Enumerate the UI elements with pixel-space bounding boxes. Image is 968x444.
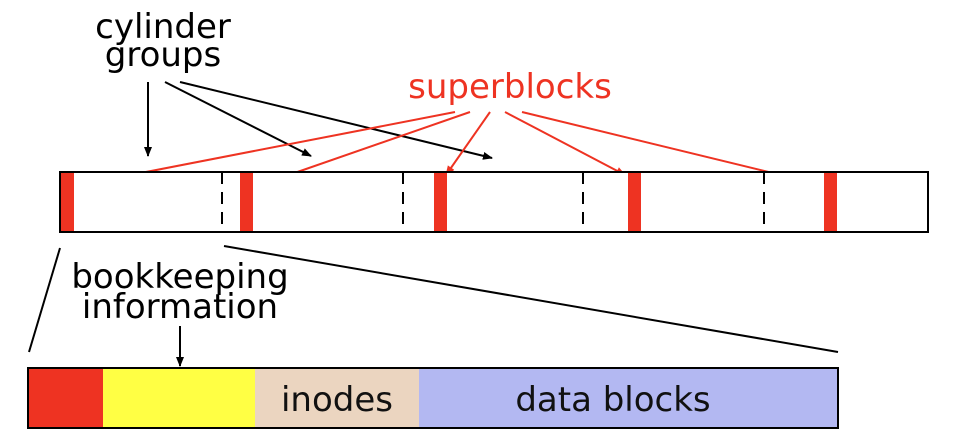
data-blocks-label: data blocks (515, 380, 710, 420)
zoom-line-left (28, 247, 61, 353)
detail-superblock (28, 368, 103, 428)
bookkeeping-label-line1: bookkeeping (71, 257, 288, 297)
superblock-marker-1 (61, 173, 74, 231)
superblock-arrow-3 (445, 111, 491, 176)
inodes-label: inodes (281, 380, 393, 420)
superblock-marker-2 (240, 173, 253, 231)
cylinder-arrow-3 (179, 81, 493, 160)
detail-bookkeeping (103, 368, 255, 428)
superblock-marker-4 (628, 173, 641, 231)
detail-inodes (255, 368, 419, 428)
detail-bar-outline (27, 367, 839, 429)
superblock-marker-5 (824, 173, 837, 231)
zoom-line-right (223, 245, 839, 353)
cylinder-groups-label-line1: cylinder (95, 7, 231, 47)
superblock-arrow-4 (504, 111, 626, 176)
detail-data-blocks (419, 368, 838, 428)
bookkeeping-label-line2: information (82, 287, 278, 327)
disk-strip (59, 171, 929, 233)
superblock-marker-3 (434, 173, 447, 231)
superblocks-label: superblocks (408, 67, 612, 107)
cylinder-groups-label-line2: groups (105, 35, 221, 75)
